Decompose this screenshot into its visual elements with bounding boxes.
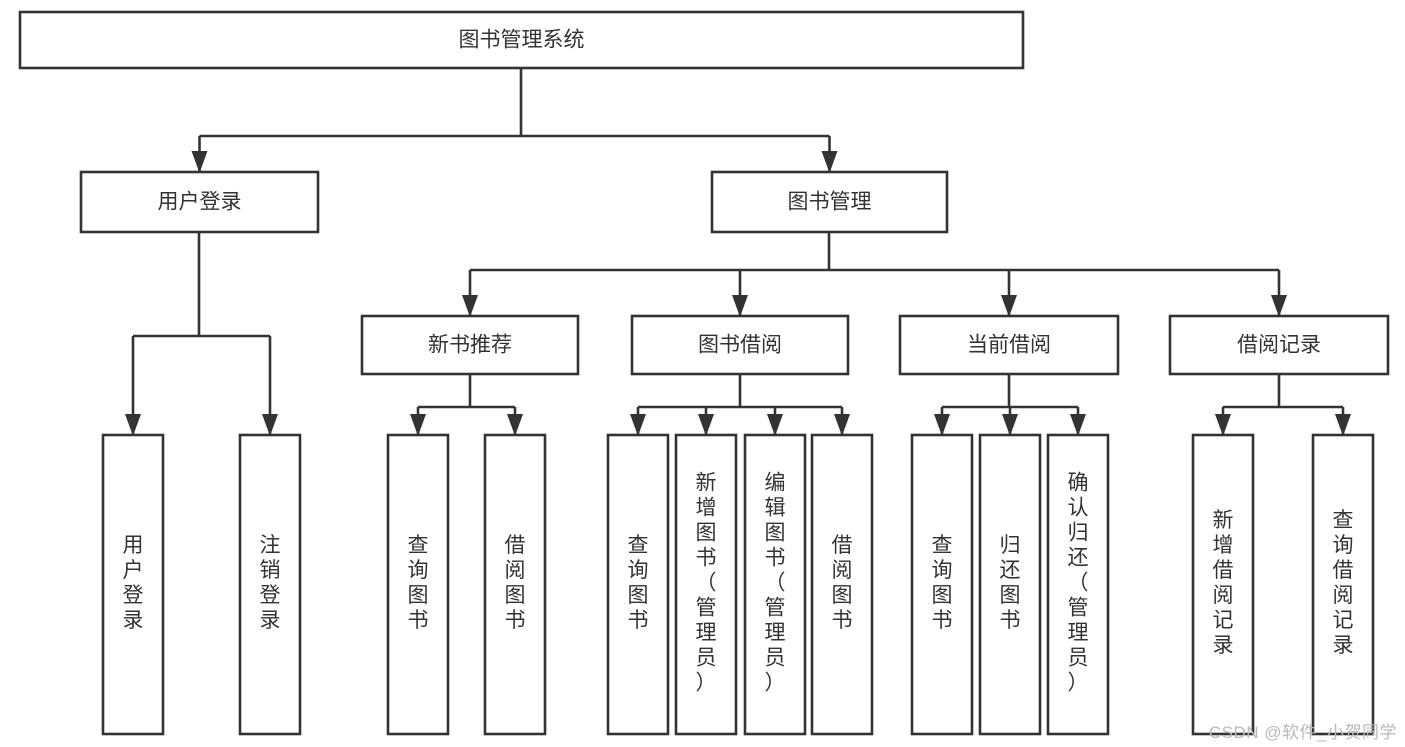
node-box-book-manage[interactable] [710,170,949,234]
arrow-head-icon [767,414,783,436]
node-box-leaf-add-borrow-record[interactable] [1191,433,1255,736]
node-label-leaf-user-login: 用户登录 [123,534,144,632]
arrow-head-icon [834,414,850,436]
node-leaf-borrow-book-2[interactable]: 借阅图书 [810,433,874,736]
node-new-book-rec[interactable]: 新书推荐 [360,314,580,376]
arrow-head-icon [462,295,478,317]
node-label-borrow-record: 借阅记录 [1237,334,1321,357]
arrow-head-icon [410,414,426,436]
node-label-book-borrow: 图书借阅 [698,334,782,357]
node-label-leaf-confirm-return-admin: 确认归还（管理员） [1068,472,1089,695]
node-label-root: 图书管理系统 [459,29,585,52]
node-box-leaf-borrow-book-1[interactable] [483,433,547,736]
node-label-leaf-query-book-2: 查询图书 [628,534,649,632]
node-leaf-return-book[interactable]: 归还图书 [978,433,1042,736]
node-leaf-user-login[interactable]: 用户登录 [101,433,165,736]
node-box-leaf-user-login[interactable] [101,433,165,736]
node-label-leaf-query-borrow-record: 查询借阅记录 [1333,509,1354,657]
arrow-head-icon [1070,414,1086,436]
node-label-leaf-return-book: 归还图书 [1000,534,1021,632]
node-box-leaf-query-book-3[interactable] [910,433,974,736]
node-box-leaf-query-book-1[interactable] [386,433,450,736]
node-label-book-manage: 图书管理 [788,191,872,214]
node-box-leaf-borrow-book-2[interactable] [810,433,874,736]
arrow-head-icon [934,414,950,436]
node-box-leaf-confirm-return-admin[interactable] [1046,433,1110,736]
node-label-leaf-edit-book-admin: 编辑图书（管理员） [765,472,786,695]
node-book-borrow[interactable]: 图书借阅 [630,314,850,376]
node-box-leaf-logout[interactable] [238,433,302,736]
arrow-head-icon [1215,414,1231,436]
node-box-leaf-query-book-2[interactable] [606,433,670,736]
node-label-leaf-borrow-book-2: 借阅图书 [832,534,853,632]
node-label-leaf-borrow-book-1: 借阅图书 [505,534,526,632]
arrow-head-icon [1001,295,1017,317]
node-root[interactable]: 图书管理系统 [18,10,1025,70]
connector-layer [125,68,1351,436]
arrow-head-icon [1002,414,1018,436]
node-label-leaf-add-borrow-record: 新增借阅记录 [1213,509,1234,657]
node-label-user-login: 用户登录 [158,191,242,214]
node-leaf-query-book-2[interactable]: 查询图书 [606,433,670,736]
node-box-new-book-rec[interactable] [360,314,580,376]
node-label-leaf-add-book-admin: 新增图书（管理员） [696,472,717,695]
node-label-current-borrow: 当前借阅 [967,334,1051,357]
node-leaf-query-book-3[interactable]: 查询图书 [910,433,974,736]
node-leaf-edit-book-admin[interactable]: 编辑图书（管理员） [743,433,807,736]
node-label-leaf-logout: 注销登录 [260,534,281,632]
node-box-current-borrow[interactable] [898,314,1120,376]
arrow-head-icon [732,295,748,317]
node-box-leaf-add-book-admin[interactable] [674,433,738,736]
node-book-manage[interactable]: 图书管理 [710,170,949,234]
node-label-leaf-query-book-1: 查询图书 [408,534,429,632]
node-box-book-borrow[interactable] [630,314,850,376]
node-box-leaf-edit-book-admin[interactable] [743,433,807,736]
arrow-head-icon [1335,414,1351,436]
arrow-head-icon [507,414,523,436]
node-label-new-book-rec: 新书推荐 [428,334,512,357]
node-box-borrow-record[interactable] [1168,314,1390,376]
node-box-leaf-query-borrow-record[interactable] [1311,433,1375,736]
arrow-head-icon [125,414,141,436]
node-leaf-add-borrow-record[interactable]: 新增借阅记录 [1191,433,1255,736]
arrow-head-icon [1271,295,1287,317]
node-borrow-record[interactable]: 借阅记录 [1168,314,1390,376]
node-leaf-query-book-1[interactable]: 查询图书 [386,433,450,736]
arrow-head-icon [698,414,714,436]
node-leaf-confirm-return-admin[interactable]: 确认归还（管理员） [1046,433,1110,736]
node-label-leaf-query-book-3: 查询图书 [932,534,953,632]
node-layer: 图书管理系统用户登录图书管理新书推荐图书借阅当前借阅借阅记录用户登录注销登录查询… [18,10,1390,736]
node-leaf-add-book-admin[interactable]: 新增图书（管理员） [674,433,738,736]
arrow-head-icon [262,414,278,436]
node-current-borrow[interactable]: 当前借阅 [898,314,1120,376]
node-box-user-login[interactable] [79,170,320,234]
node-user-login[interactable]: 用户登录 [79,170,320,234]
node-box-leaf-return-book[interactable] [978,433,1042,736]
arrow-head-icon [630,414,646,436]
node-box-root[interactable] [18,10,1025,70]
node-leaf-borrow-book-1[interactable]: 借阅图书 [483,433,547,736]
node-leaf-query-borrow-record[interactable]: 查询借阅记录 [1311,433,1375,736]
arrow-head-icon [821,151,838,173]
arrow-head-icon [191,151,208,173]
node-leaf-logout[interactable]: 注销登录 [238,433,302,736]
